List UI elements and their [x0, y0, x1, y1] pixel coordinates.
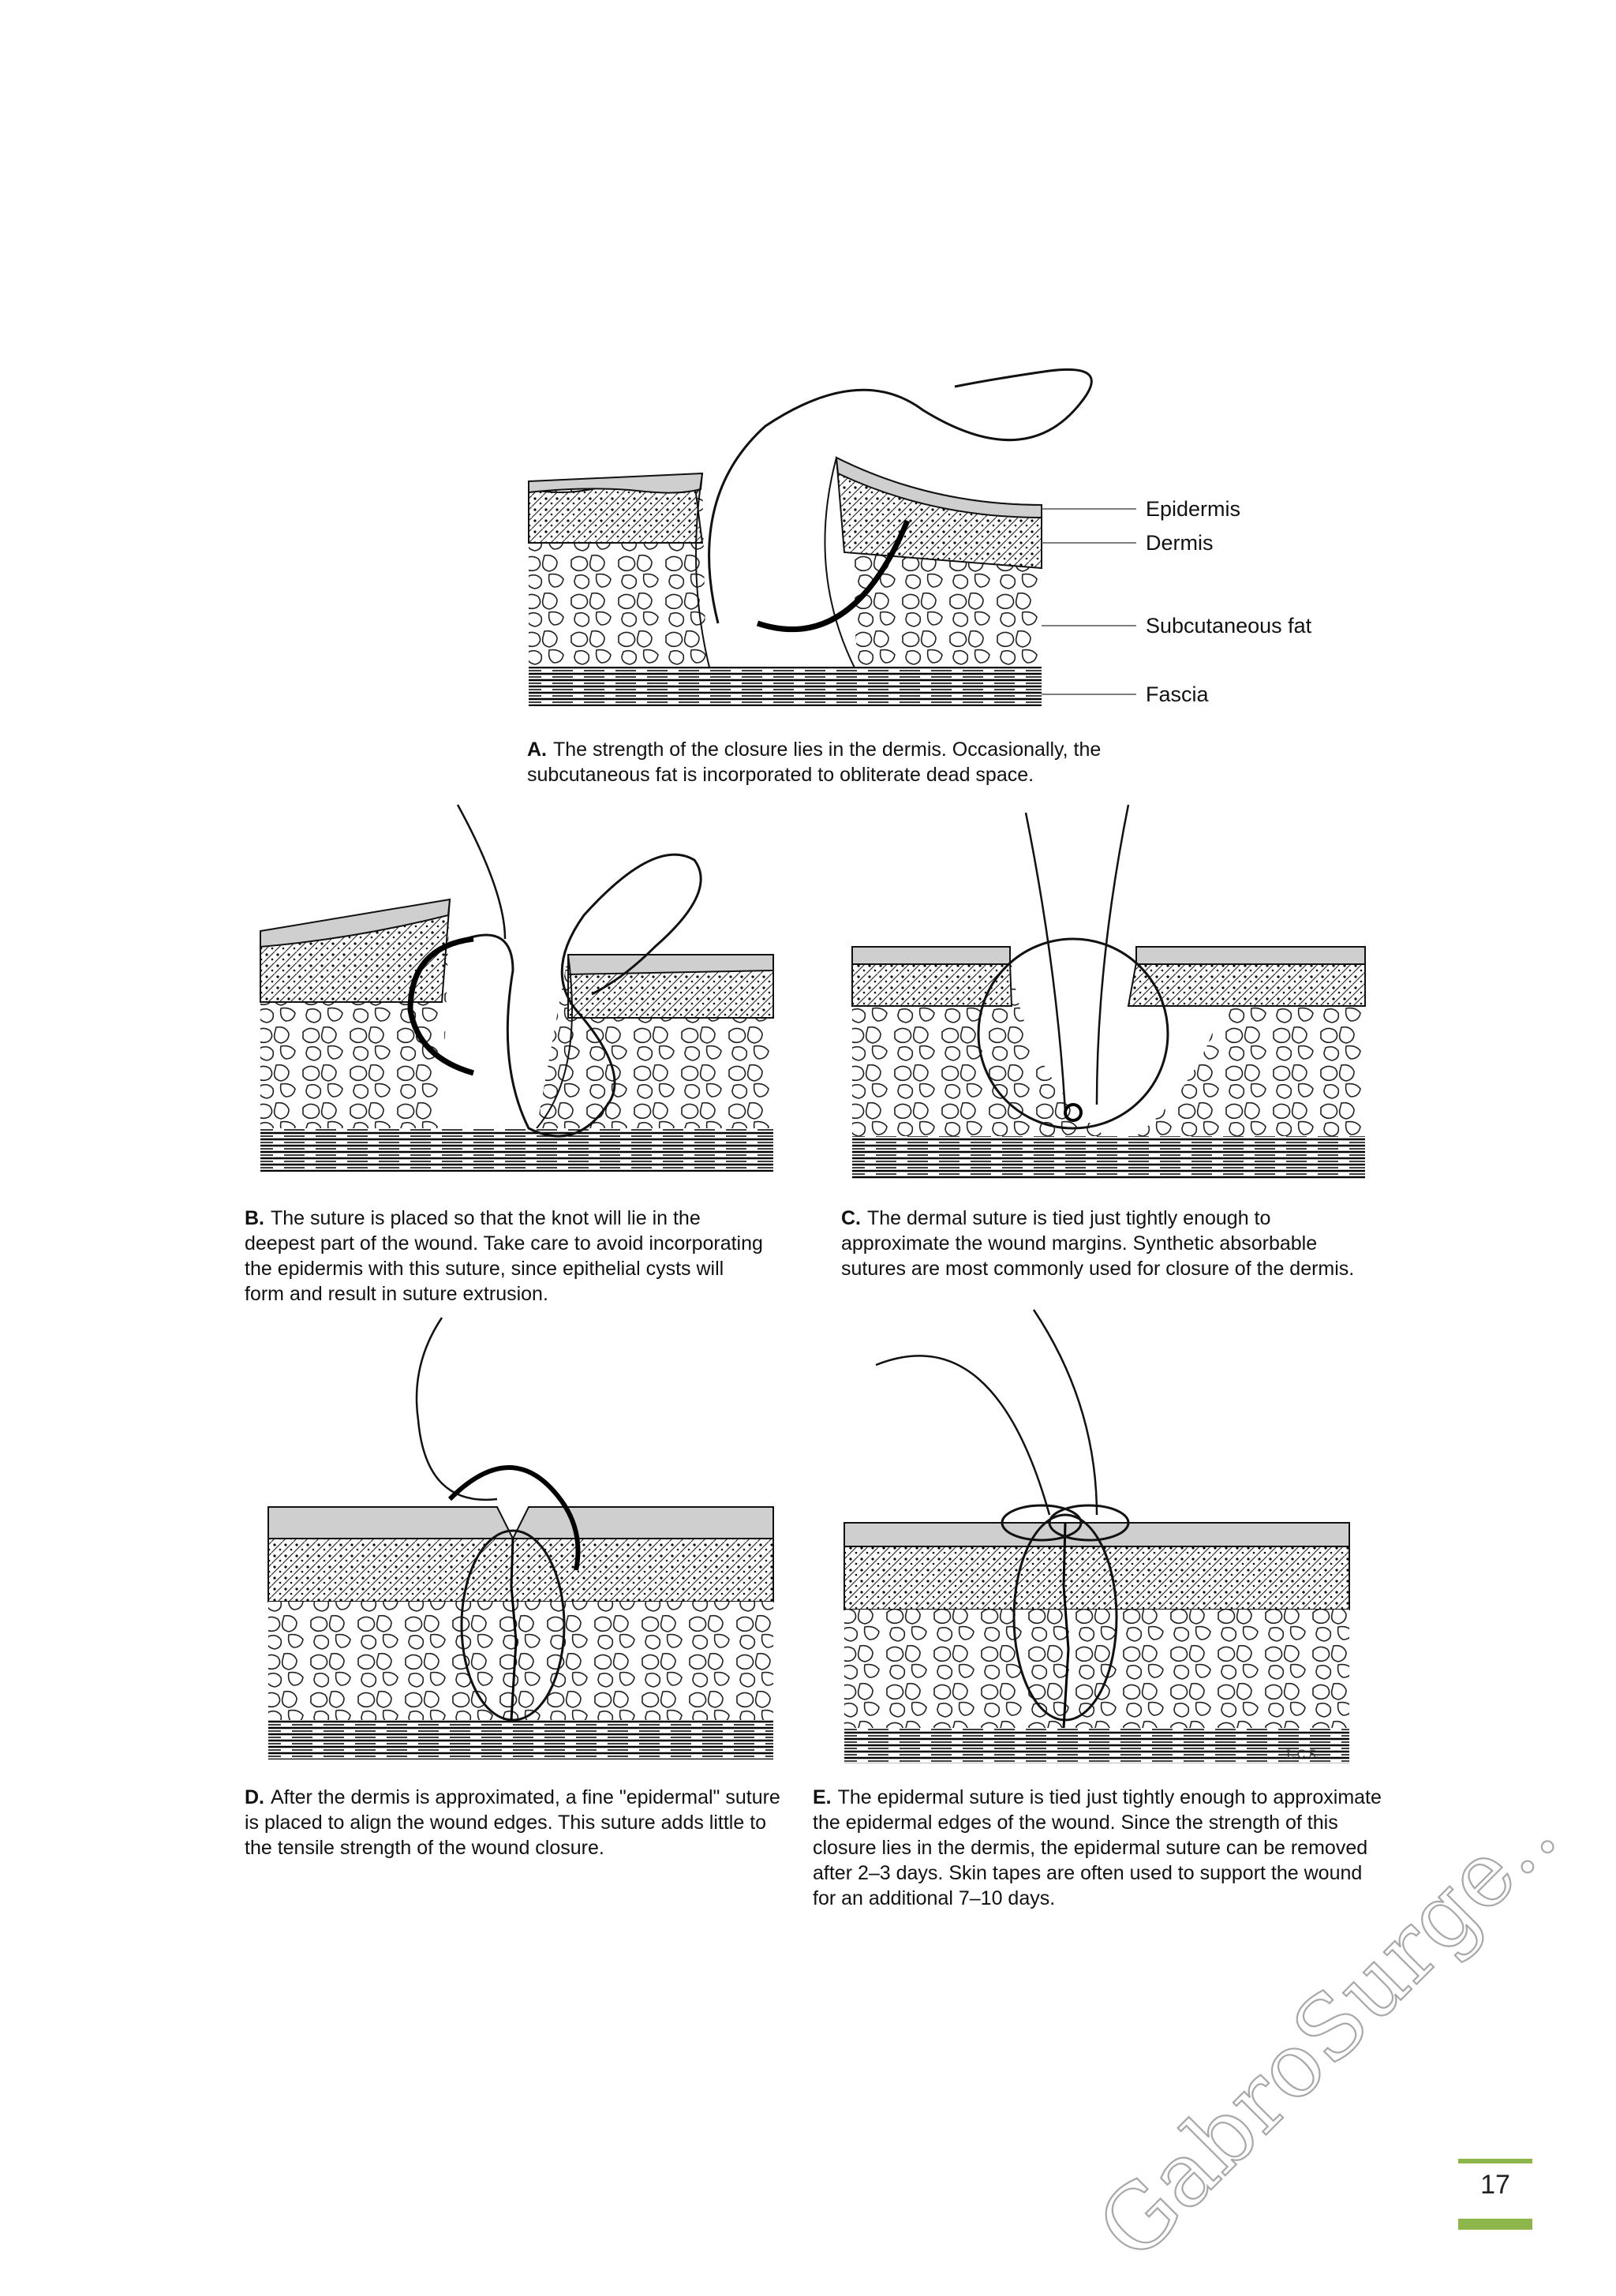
page-number: 17 — [1480, 2170, 1510, 2200]
fascia-layer — [852, 1136, 1365, 1180]
page-number-box: 17 — [1458, 2159, 1532, 2233]
suture-thread — [708, 368, 1093, 624]
skin-left-block — [260, 898, 451, 1128]
suture-loop — [977, 937, 1169, 1130]
figure-e-illustration: L.C.S. — [844, 1309, 1350, 1763]
watermark: GabroSurge.. — [1078, 1823, 1577, 2280]
caption-d-text: After the dermis is approximated, a fine… — [245, 1786, 780, 1859]
figure-c-illustration — [851, 804, 1366, 1180]
epidermal-knot-left — [1001, 1504, 1083, 1542]
label-epidermis: Epidermis — [1146, 497, 1240, 521]
label-subcutaneous-fat: Subcutaneous fat — [1146, 614, 1312, 638]
fascia-layer — [529, 667, 1042, 706]
subcutaneous-fat — [268, 1602, 773, 1720]
skin-left-block — [528, 472, 711, 679]
dermal-suture-loop — [460, 1529, 566, 1722]
caption-a: A.The strength of the closure lies in th… — [527, 737, 1158, 787]
page-number-top-rule — [1458, 2159, 1532, 2163]
caption-e-letter: E. — [813, 1786, 832, 1808]
caption-b-text: The suture is placed so that the knot wi… — [245, 1207, 763, 1305]
epidermal-suture-tails — [875, 1309, 1098, 1516]
suture-knot — [1064, 1103, 1083, 1122]
figure-b-illustration — [260, 804, 774, 1172]
caption-c-text: The dermal suture is tied just tightly e… — [841, 1207, 1355, 1280]
caption-a-text: The strength of the closure lies in the … — [527, 739, 1102, 786]
skin-right-block — [536, 954, 774, 1129]
caption-a-letter: A. — [527, 739, 547, 761]
figure-d-illustration — [267, 1317, 774, 1759]
caption-e-text: The epidermal suture is tied just tightl… — [813, 1786, 1382, 1909]
skin-right-block — [1127, 946, 1366, 1136]
fascia-layer — [268, 1720, 773, 1759]
wound-line — [510, 1538, 518, 1721]
suture-thread-end — [456, 804, 507, 940]
figure-a-leader-lines — [1042, 508, 1136, 695]
suture-needle — [756, 519, 911, 633]
suture-tails — [1024, 804, 1130, 1113]
epidermal-needle — [447, 1465, 581, 1571]
caption-d: D.After the dermis is approximated, a fi… — [245, 1785, 781, 1860]
suture-thread — [465, 853, 702, 1138]
skin-epidermis — [267, 1506, 774, 1541]
page-number-bottom-bar — [1458, 2219, 1532, 2230]
skin-dermis — [267, 1538, 774, 1602]
artist-initials: L.C.S. — [1286, 1748, 1319, 1761]
fascia-layer — [844, 1728, 1349, 1763]
figure-a-illustration: Epidermis Dermis Subcutaneous fat Fascia — [528, 368, 1312, 706]
epidermal-suture-thread — [415, 1317, 498, 1501]
suture-needle — [407, 936, 474, 1076]
caption-c: C.The dermal suture is tied just tightly… — [841, 1206, 1378, 1281]
wound-line — [1062, 1522, 1070, 1729]
subcutaneous-fat — [844, 1610, 1349, 1728]
fascia-layer — [260, 1128, 773, 1172]
caption-b: B.The suture is placed so that the knot … — [245, 1206, 765, 1307]
skin-right-block — [824, 456, 1042, 679]
caption-b-letter: B. — [245, 1207, 264, 1229]
caption-c-letter: C. — [841, 1207, 861, 1229]
label-fascia: Fascia — [1146, 682, 1210, 706]
skin-dermis — [844, 1546, 1350, 1610]
epidermal-knot-right — [1048, 1504, 1130, 1542]
caption-e: E.The epidermal suture is tied just tigh… — [813, 1785, 1389, 1911]
label-dermis: Dermis — [1146, 531, 1214, 555]
caption-d-letter: D. — [245, 1786, 264, 1808]
